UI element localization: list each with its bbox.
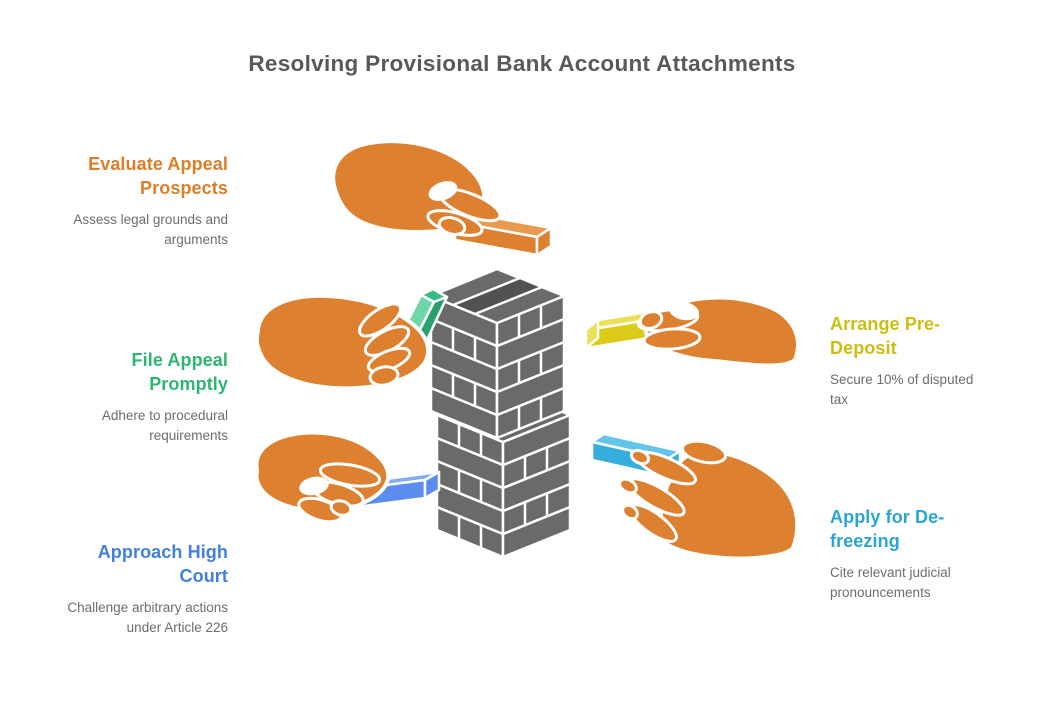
tower-top-gap [451,276,544,316]
step-description: Cite relevant judicial pronouncements [830,565,951,600]
step-file-appeal-promptly: File Appeal Promptly Adhere to procedura… [40,348,228,446]
thumb-nail [368,365,400,387]
finger-nail [629,448,651,466]
step-apply-for-de-freezing: Apply for De-freezing Cite relevant judi… [830,505,1005,603]
thumb-nail [329,499,353,517]
step-approach-high-court: Approach High Court Challenge arbitrary … [40,540,228,638]
step-title: Evaluate Appeal Prospects [88,154,228,198]
step-description: Adhere to procedural requirements [101,408,228,443]
finger-nail [638,310,664,330]
hand-placing-orange-block [331,139,502,237]
hand-placing-blue-block [254,430,391,524]
page-title: Resolving Provisional Bank Account Attac… [248,51,796,76]
step-description: Challenge arbitrary actions under Articl… [67,600,228,635]
jenga-tower [429,267,572,559]
hand-opening [669,301,699,321]
step-title: Approach High Court [97,542,228,586]
hand-holding-cyan-block [618,439,800,561]
step-title: Apply for De-freezing [830,507,945,551]
tower-upper-stack [429,267,566,440]
thumb-nail [437,216,467,236]
step-description: Secure 10% of disputed tax [830,372,974,407]
hand-opening [428,181,458,201]
step-title: File Appeal Promptly [131,350,228,394]
hand-holding-yellow-block [636,295,800,368]
hand-opening [299,476,329,496]
finger-nail [621,503,639,521]
finger-nail [618,477,638,495]
hand-holding-green-block [254,293,431,391]
step-arrange-pre-deposit: Arrange Pre-Deposit Secure 10% of disput… [830,312,1005,410]
step-title: Arrange Pre-Deposit [830,314,941,358]
step-evaluate-appeal-prospects: Evaluate Appeal Prospects Assess legal g… [40,152,228,250]
step-description: Assess legal grounds and arguments [73,212,228,247]
